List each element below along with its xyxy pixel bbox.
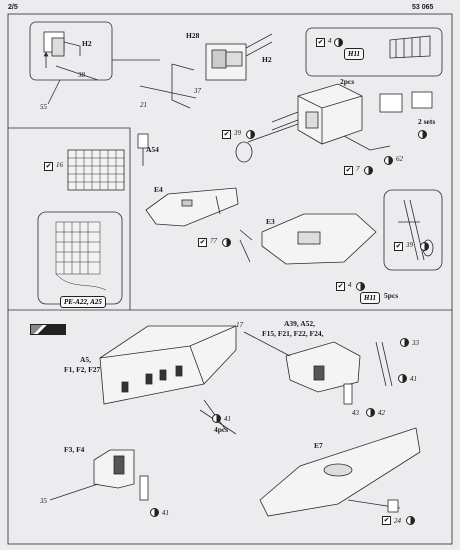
part-62: 62 (396, 155, 403, 163)
step-icon (398, 374, 407, 383)
label-h2-b: H2 (262, 55, 272, 64)
badge-h11-top: H11 (344, 48, 365, 60)
inset-box-h11 (305, 27, 443, 77)
part-17: 17 (236, 321, 243, 329)
part-41b: 41 (224, 415, 231, 423)
color-swatch-dark (50, 324, 66, 335)
step-icon (150, 508, 159, 517)
step-icon (328, 50, 334, 59)
color-swatch (30, 324, 52, 335)
step-icon (400, 338, 409, 347)
badge-h11-mid: H11 (360, 292, 381, 304)
step-icon (222, 238, 231, 247)
label-a5: A5, (80, 355, 92, 364)
part-7: 7 (356, 165, 360, 173)
step-icon (420, 242, 429, 251)
part-35: 35 (40, 497, 47, 505)
part-55: 55 (40, 103, 47, 111)
step-icon (212, 414, 221, 423)
label-5pcs: 5pcs (384, 291, 399, 300)
part-39a: 39 (234, 129, 241, 137)
label-2pcs: 2pcs (340, 77, 355, 86)
label-2sets: 2 sets (418, 117, 436, 126)
step-icon (334, 38, 343, 47)
step-icon (356, 282, 365, 291)
part-38: 38 (78, 71, 85, 79)
part-41c: 41 (162, 509, 169, 517)
part-39b: 39 (406, 241, 413, 249)
check-icon: ✔ (336, 282, 345, 291)
label-e7: E7 (314, 441, 323, 450)
check-icon: ✔ (344, 166, 353, 175)
step-icon (246, 130, 255, 139)
part-37: 37 (194, 87, 201, 95)
label-f3: F3, F4 (64, 445, 85, 454)
part-4a: 4 (328, 37, 332, 45)
step-icon (364, 166, 373, 175)
part-41a: 41 (410, 375, 417, 383)
check-icon: ✔ (222, 130, 231, 139)
step-icon (366, 408, 375, 417)
label-e4: E4 (154, 185, 163, 194)
part-33: 33 (412, 339, 419, 347)
step-icon (418, 130, 427, 139)
check-icon: ✔ (44, 162, 53, 171)
inset-box-h2 (29, 21, 113, 81)
check-icon: ✔ (198, 238, 207, 247)
label-4pcs: 4pcs (214, 425, 229, 434)
label-a54: A54 (146, 145, 159, 154)
step-icon (384, 156, 393, 165)
label-f1: F1, F2, F27 (64, 365, 101, 374)
inset-box-ladder (383, 189, 443, 271)
step-icon (406, 516, 415, 525)
label-h28: H28 (186, 31, 200, 40)
part-77: 77 (210, 237, 217, 245)
part-4b: 4 (348, 281, 352, 289)
part-43: 43 (352, 409, 359, 417)
check-icon: ✔ (394, 242, 403, 251)
check-icon: ✔ (382, 516, 391, 525)
label-h2-a: H2 (82, 39, 92, 48)
part-24: 24 (394, 517, 401, 525)
label-a39: A39, A52, (284, 319, 316, 328)
part-16: 16 (56, 161, 63, 169)
kit-code: 53 065 (412, 4, 434, 11)
badge-pe: PE-A22, A25 (60, 296, 106, 308)
label-e3: E3 (266, 217, 275, 226)
check-icon: ✔ (316, 38, 325, 47)
panel-divider (8, 127, 131, 310)
part-42: 42 (378, 409, 385, 417)
page-number: 2/5 (8, 4, 18, 11)
page-frame (7, 13, 453, 545)
part-21: 21 (140, 101, 147, 109)
label-f15: F15, F21, F22, F24, (262, 329, 324, 338)
